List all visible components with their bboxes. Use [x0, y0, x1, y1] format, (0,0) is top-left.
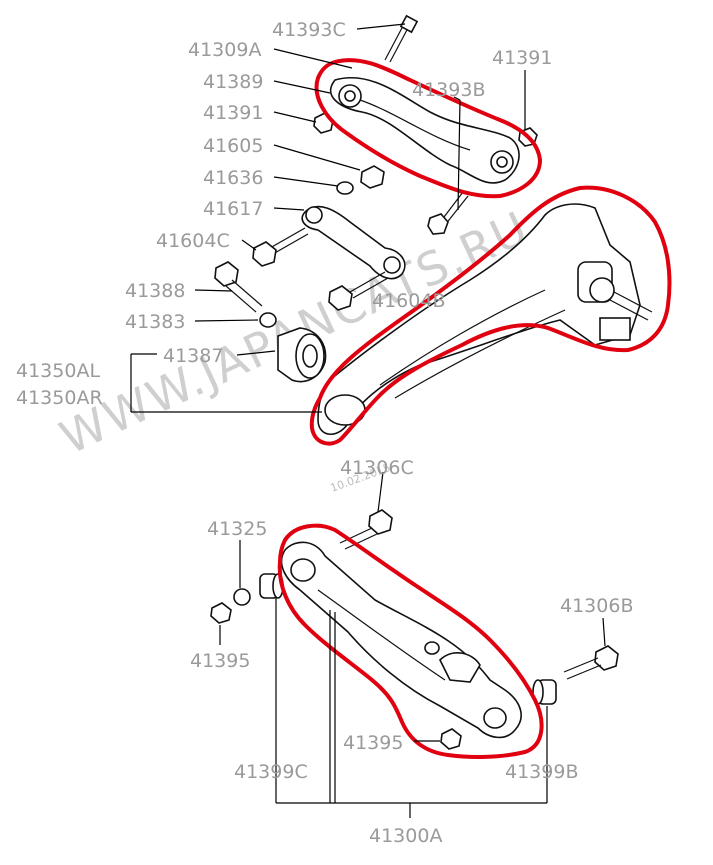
label-41387: 41387 [163, 345, 223, 367]
bolt-41393B [427, 191, 469, 235]
label-41617: 41617 [203, 198, 263, 220]
label-41605: 41605 [203, 135, 263, 157]
highlight-upper-arm [314, 58, 542, 199]
nut-41605 [360, 165, 385, 189]
washer-41636 [336, 181, 354, 195]
label-41399B: 41399B [505, 761, 578, 783]
bolt-41306B [563, 645, 619, 680]
label-41391-left: 41391 [203, 102, 263, 124]
label-41389: 41389 [203, 71, 263, 93]
label-41383: 41383 [125, 311, 185, 333]
label-41300A: 41300A [369, 825, 442, 847]
bolt-41388 [214, 261, 263, 313]
label-41325: 41325 [207, 518, 267, 540]
label-41393B: 41393B [412, 79, 485, 101]
link-41617 [301, 205, 406, 280]
label-41350AL: 41350AL [16, 360, 100, 382]
label-41393C: 41393C [272, 19, 346, 41]
nut-41395-left [210, 602, 232, 624]
nut-41383 [259, 312, 277, 328]
label-41306C: 41306C [340, 457, 414, 479]
label-41399C: 41399C [234, 761, 308, 783]
label-41395-bottom: 41395 [343, 732, 403, 754]
bushing-41387 [277, 327, 327, 383]
label-41395-left: 41395 [190, 650, 250, 672]
upper-arm-41309A [329, 76, 520, 184]
label-41309A: 41309A [188, 39, 261, 61]
bolt-41306C [339, 509, 393, 550]
washer-41325 [233, 588, 251, 606]
highlight-trailing-arm [309, 185, 672, 446]
bolt-41604C [252, 227, 309, 267]
nut-41395-bottom [440, 728, 462, 750]
label-41636: 41636 [203, 167, 263, 189]
lower-arm-41300A [280, 541, 522, 739]
trailing-arm-41350 [317, 203, 653, 436]
label-41604B: 41604B [372, 290, 445, 312]
label-41391-right: 41391 [492, 47, 552, 69]
highlight-lower-arm [277, 523, 544, 759]
label-41604C: 41604C [156, 230, 230, 252]
bolt-41604B [328, 271, 389, 311]
label-41350AR: 41350AR [16, 387, 103, 409]
label-41388: 41388 [125, 280, 185, 302]
label-41306B: 41306B [560, 595, 633, 617]
bolt-41393C [384, 14, 419, 63]
